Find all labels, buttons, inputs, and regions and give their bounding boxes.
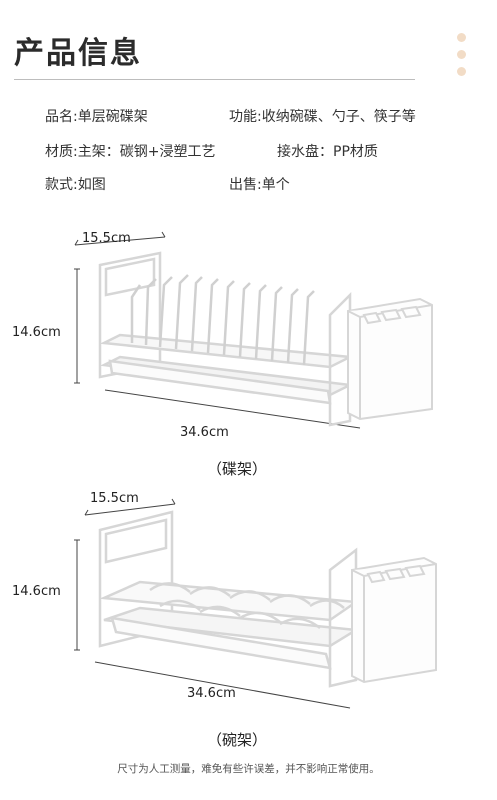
bowl-rack-illustration: [74, 498, 437, 709]
measurement-note: 尺寸为人工测量，难免有些许误差，并不影响正常使用。: [117, 763, 380, 775]
page-title: 产品信息: [14, 36, 142, 71]
bowl-rack-length: 34.6cm: [187, 686, 236, 701]
dot: [457, 33, 466, 42]
spec-sale: 出售:单个: [229, 177, 290, 193]
bowl-rack-caption: （碗架）: [207, 731, 268, 749]
decorative-dots: [457, 33, 469, 84]
dot: [457, 67, 466, 76]
dish-rack-height: 14.6cm: [12, 325, 61, 340]
spec-function: 功能:收纳碗碟、勺子、筷子等: [229, 109, 416, 125]
spec-tray: 接水盘：PP材质: [277, 144, 378, 160]
dish-rack-illustration: [74, 231, 433, 429]
dish-rack-caption: （碟架）: [207, 460, 268, 478]
title-divider: [14, 79, 415, 80]
spec-style: 款式:如图: [45, 177, 106, 193]
bowl-rack-height: 14.6cm: [12, 584, 61, 599]
dish-rack-length: 34.6cm: [180, 425, 229, 440]
dot: [457, 50, 466, 59]
spec-material: 材质:主架：碳钢+浸塑工艺: [45, 144, 216, 160]
bowl-rack-depth: 15.5cm: [90, 491, 139, 506]
dish-rack-depth: 15.5cm: [82, 231, 131, 246]
spec-name: 品名:单层碗碟架: [45, 109, 148, 125]
